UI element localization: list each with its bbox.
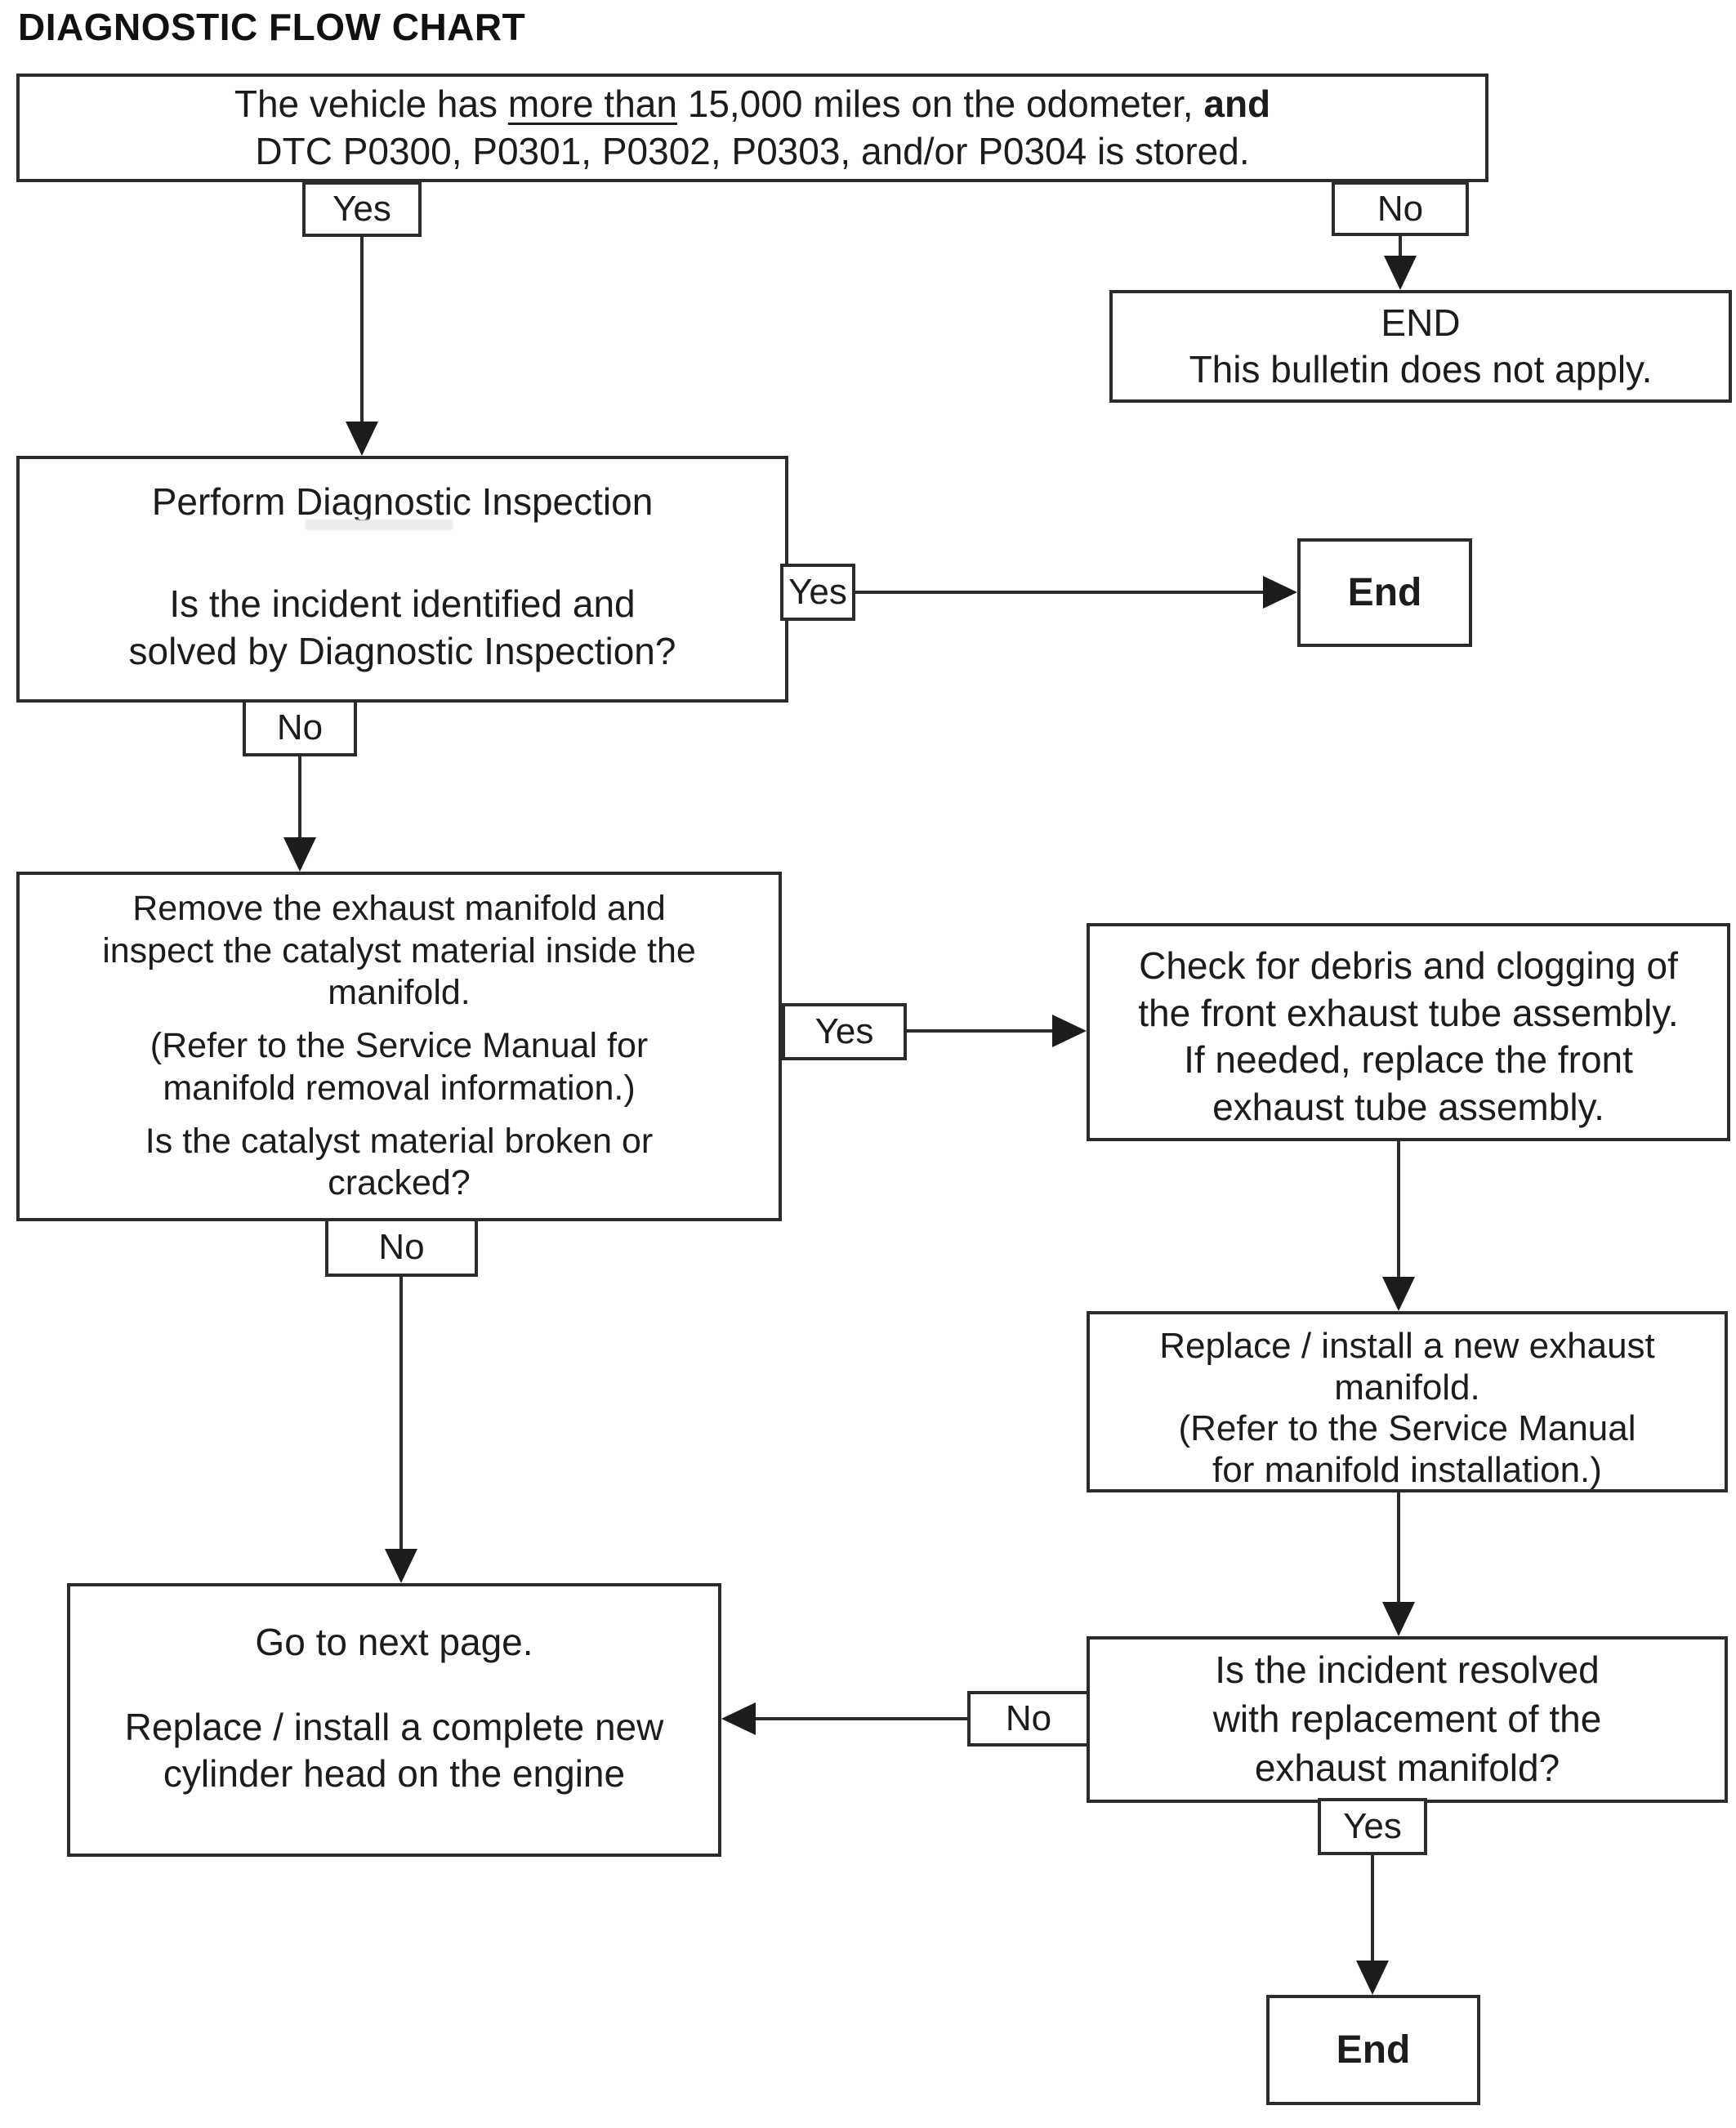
branch-label-yes-diagnostic: Yes xyxy=(780,564,855,621)
connector-yes-resolved xyxy=(1371,1854,1374,1961)
branch-label-yes-resolved: Yes xyxy=(1318,1798,1427,1855)
remove-manifold-note: (Refer to the Service Manual for manifol… xyxy=(150,1026,649,1108)
check-debris-step: Check for debris and clogging of the fro… xyxy=(1138,944,1679,1034)
end-final-label: End xyxy=(1336,2028,1411,2072)
condition-line-1: The vehicle has more than 15,000 miles o… xyxy=(234,81,1270,128)
replace-manifold-note: (Refer to the Service Manual for manifol… xyxy=(1178,1408,1636,1490)
connector-no-resolved xyxy=(756,1717,969,1720)
remove-manifold-question: Is the catalyst material broken or crack… xyxy=(145,1121,654,1203)
arrow-down-icon xyxy=(1356,1961,1389,1995)
goto-next-page-text: Go to next page. xyxy=(255,1621,533,1664)
branch-label-yes-catalyst: Yes xyxy=(782,1003,907,1060)
node-replace-manifold: Replace / install a new exhaust manifold… xyxy=(1087,1311,1728,1492)
connector-replace-to-resolved xyxy=(1397,1492,1400,1602)
node-check-debris: Check for debris and clogging of the fro… xyxy=(1087,923,1730,1141)
node-goto-next-page: Go to next page. Replace / install a com… xyxy=(67,1583,721,1857)
branch-label-no-catalyst: No xyxy=(325,1218,478,1277)
diagnostic-step: Perform Diagnostic Inspection xyxy=(151,480,654,523)
condition-text-mid: 15,000 miles on the odometer, xyxy=(676,83,1204,125)
incident-resolved-question: Is the incident resolved with replacemen… xyxy=(1212,1648,1602,1789)
connector-yes-diagnostic xyxy=(855,591,1265,594)
node-end-after-diagnostic: End xyxy=(1297,538,1472,647)
replace-manifold-step: Replace / install a new exhaust manifold… xyxy=(1159,1326,1655,1408)
redacted-text-ghost xyxy=(306,520,453,530)
arrow-down-icon xyxy=(1382,1277,1415,1311)
branch-label-yes-odometer: Yes xyxy=(302,181,422,237)
arrow-left-icon xyxy=(721,1702,756,1735)
end-bulletin-text: END This bulletin does not apply. xyxy=(1189,301,1653,391)
connector-yes-odometer xyxy=(360,235,364,423)
arrow-down-icon xyxy=(1382,1602,1415,1636)
condition-text-and: and xyxy=(1203,83,1271,125)
node-remove-manifold: Remove the exhaust manifold and inspect … xyxy=(16,872,782,1221)
node-end-bulletin: END This bulletin does not apply. xyxy=(1109,290,1732,403)
connector-no-diagnostic xyxy=(298,755,301,837)
arrow-right-icon xyxy=(1263,576,1297,609)
branch-label-no-diagnostic: No xyxy=(243,699,357,756)
arrow-down-icon xyxy=(1384,256,1417,290)
arrow-down-icon xyxy=(346,422,378,456)
arrow-right-icon xyxy=(1052,1015,1087,1047)
connector-no-odometer xyxy=(1399,234,1402,257)
remove-manifold-step: Remove the exhaust manifold and inspect … xyxy=(102,889,696,1013)
condition-text-pre: The vehicle has xyxy=(234,83,508,125)
node-diagnostic-inspection: Perform Diagnostic Inspection Is the inc… xyxy=(16,456,788,703)
condition-line-2: DTC P0300, P0301, P0302, P0303, and/or P… xyxy=(255,129,1250,172)
node-incident-resolved: Is the incident resolved with replacemen… xyxy=(1087,1636,1728,1803)
arrow-down-icon xyxy=(283,837,316,872)
condition-text-underlined: more than xyxy=(507,83,677,125)
page-title: DIAGNOSTIC FLOW CHART xyxy=(18,6,526,48)
connector-yes-catalyst xyxy=(907,1029,1052,1033)
branch-label-no-odometer: No xyxy=(1332,181,1469,236)
node-end-final: End xyxy=(1266,1995,1480,2105)
connector-no-catalyst xyxy=(399,1275,403,1549)
end-after-diagnostic-label: End xyxy=(1347,570,1422,614)
diagnostic-question: Is the incident identified and solved by… xyxy=(128,582,676,672)
arrow-down-icon xyxy=(385,1549,417,1583)
branch-label-no-resolved: No xyxy=(967,1691,1090,1747)
node-vehicle-condition: The vehicle has more than 15,000 miles o… xyxy=(16,74,1488,182)
replace-cylinder-head-text: Replace / install a complete new cylinde… xyxy=(124,1705,664,1796)
connector-check-to-replace xyxy=(1397,1140,1400,1277)
check-debris-action: If needed, replace the front exhaust tub… xyxy=(1184,1038,1633,1128)
